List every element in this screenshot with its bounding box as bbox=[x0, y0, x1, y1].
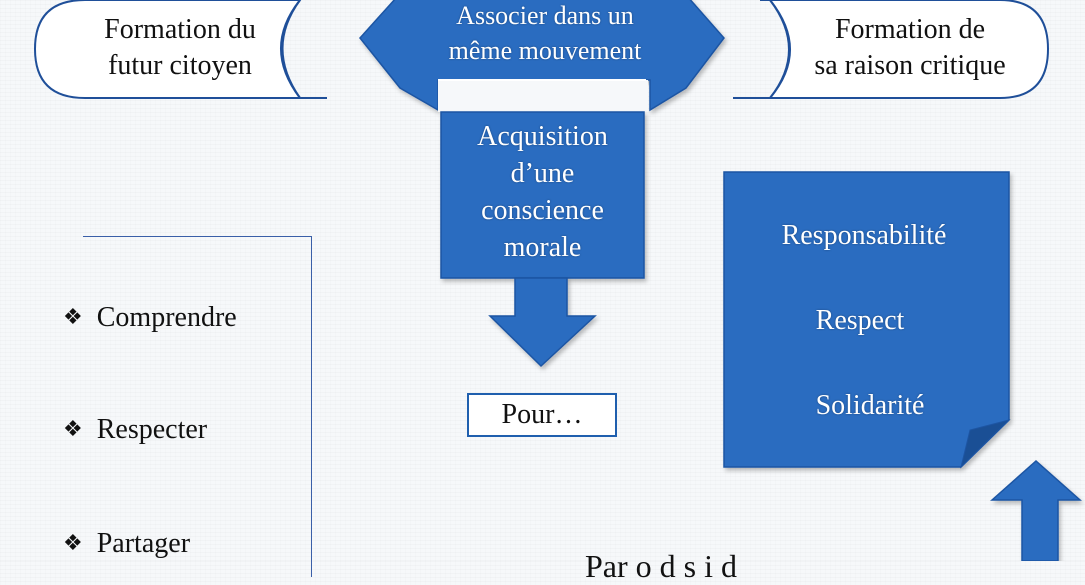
pour-box: Pour… bbox=[467, 393, 617, 437]
verb-label: Partager bbox=[96, 528, 191, 559]
center-arrow-line-1: Associer dans un bbox=[456, 1, 634, 30]
values-note-item-3: Solidarité bbox=[815, 390, 925, 421]
arrow-notch-gap bbox=[438, 80, 648, 112]
right-scroll-label: Formation de sa raison critique bbox=[780, 12, 1040, 85]
right-scroll-line-2: sa raison critique bbox=[814, 50, 1006, 82]
left-scroll-line-1: Formation du bbox=[104, 14, 256, 45]
down-arrow-shape bbox=[488, 277, 597, 368]
pour-box-label: Pour… bbox=[501, 399, 583, 430]
values-note-fold bbox=[960, 419, 1011, 469]
bullet-diamond-icon: ❖ bbox=[63, 530, 83, 555]
acquisition-line-1: Acquisition bbox=[477, 121, 608, 152]
center-arrow-shape bbox=[359, 0, 725, 112]
acquisition-box-shape bbox=[440, 111, 645, 279]
left-scroll-shape bbox=[33, 0, 325, 99]
bullet-diamond-icon: ❖ bbox=[63, 416, 83, 441]
acquisition-box-label: Acquisition d’une conscience morale bbox=[441, 119, 644, 267]
right-scroll-shape bbox=[735, 0, 1050, 99]
left-scroll-line-2: futur citoyen bbox=[108, 50, 252, 82]
up-arrow-shape bbox=[990, 459, 1082, 561]
verb-label: Comprendre bbox=[96, 302, 237, 333]
center-arrow-label: Associer dans un même mouvement bbox=[395, 0, 695, 68]
verb-item-partager: ❖ Partager bbox=[63, 528, 190, 560]
acquisition-line-2: d’une bbox=[510, 157, 575, 189]
acquisition-line-3: conscience bbox=[481, 194, 604, 226]
diagram-shapes bbox=[33, 0, 1082, 561]
values-note-item-2: Respect bbox=[815, 305, 905, 336]
bullet-diamond-icon: ❖ bbox=[63, 304, 83, 329]
left-scroll-edge bbox=[280, 0, 327, 99]
bottom-partial-text: Par o d s i d bbox=[585, 548, 737, 584]
right-scroll-edge bbox=[733, 0, 791, 99]
verb-item-respecter: ❖ Respecter bbox=[63, 414, 207, 446]
left-scroll-label: Formation du futur citoyen bbox=[70, 12, 290, 85]
verbs-panel-frame bbox=[83, 236, 312, 577]
acquisition-line-4: morale bbox=[503, 231, 582, 263]
center-arrow-line-2: même mouvement bbox=[448, 36, 642, 66]
right-scroll-line-1: Formation de bbox=[834, 14, 986, 45]
values-note-item-1: Responsabilité bbox=[781, 220, 947, 251]
verb-label: Respecter bbox=[96, 414, 208, 445]
verb-item-comprendre: ❖ Comprendre bbox=[63, 302, 237, 334]
